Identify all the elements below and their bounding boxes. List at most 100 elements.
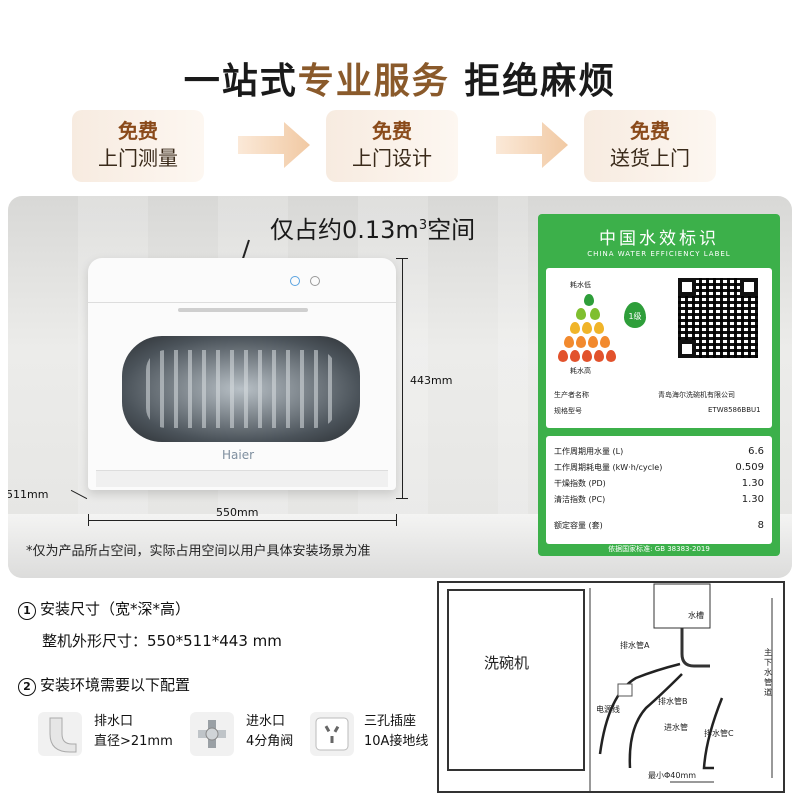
diagram-drain-c: 排水管C: [704, 729, 734, 738]
diagram-main-pipe: 主下水管道: [764, 648, 772, 697]
arrow-right-icon: [238, 122, 310, 168]
diagram-sink: 水槽: [688, 611, 704, 620]
water-drop-icon: [570, 350, 580, 362]
label-row: 干燥指数 (PD) 1.30: [554, 478, 764, 489]
label-bottom-panel: 工作周期用水量 (L)6.6 工作周期耗电量 (kW·h/cycle)0.509…: [546, 436, 772, 544]
footer-value: GB 38383-2019: [654, 545, 710, 553]
dish-rack: [146, 350, 336, 428]
req-detail: 4分角阀: [246, 734, 294, 749]
install-size-detail: 整机外形尺寸：550*511*443 mm: [42, 632, 282, 650]
step-design: 免费 上门设计: [326, 110, 458, 182]
grade-drop-icon: 1级: [624, 302, 646, 328]
water-drop-icon: [606, 350, 616, 362]
installation-diagram: 洗碗机 水槽 主下水管道 排水管A 排水管B 排水管C 电源线 进水管 最小Φ4…: [432, 578, 800, 800]
headline-part2: 专业服务: [297, 61, 450, 102]
volume-text: 仅占约0.13m: [270, 216, 419, 244]
height-tick: [396, 498, 408, 499]
install-item-title: 安装环境需要以下配置: [40, 676, 191, 694]
width-dimension: 550mm: [216, 506, 259, 519]
number-badge: 2: [18, 678, 36, 696]
req-drain: 排水口 直径>21mm: [94, 712, 173, 752]
water-drop-icon: [576, 336, 586, 348]
label-row: 额定容量 (套) 8: [554, 520, 764, 531]
width-dimension-line: [88, 520, 396, 521]
water-drop-icon: [588, 336, 598, 348]
row-key: 干燥指数 (PD): [554, 479, 606, 488]
maker-value: 青岛海尔洗碗机有限公司: [658, 391, 735, 399]
volume-sup: 3: [418, 218, 428, 233]
req-socket: 三孔插座 10A接地线: [364, 712, 428, 752]
diagram-dishwasher: 洗碗机: [484, 654, 530, 672]
diagram-power: 电源线: [596, 705, 620, 714]
height-dimension: 443mm: [410, 374, 453, 387]
label-subtitle: CHINA WATER EFFICIENCY LABEL: [587, 250, 731, 258]
step-label: 送货上门: [610, 146, 690, 170]
row-value: 6.6: [748, 446, 764, 457]
footer-key: 依据国家标准:: [608, 545, 653, 553]
volume-tail: 空间: [427, 216, 476, 244]
step-label: 上门设计: [352, 146, 432, 170]
row-key: 工作周期耗电量 (kW·h/cycle): [554, 463, 663, 472]
diagram-min: 最小Φ40mm: [648, 771, 697, 780]
water-drop-icon: [594, 322, 604, 334]
row-value: 1.30: [741, 494, 764, 505]
width-tick: [88, 514, 89, 526]
label-row: 工作周期用水量 (L)6.6: [554, 446, 764, 457]
water-drop-icon: [576, 308, 586, 320]
water-drop-icon: [570, 322, 580, 334]
step-label: 上门测量: [98, 146, 178, 170]
height-dimension-line: [402, 258, 403, 498]
req-detail: 直径>21mm: [94, 734, 173, 749]
diagram-inlet: 进水管: [664, 723, 688, 732]
model-key: 规格型号: [554, 407, 582, 415]
step-free-label: 免费: [118, 119, 158, 143]
depth-dimension: 511mm: [8, 488, 49, 501]
water-drop-icon: [594, 350, 604, 362]
maker-key: 生产者名称: [554, 391, 589, 399]
water-drop-icon: [582, 322, 592, 334]
water-drop-icon: [600, 336, 610, 348]
row-value: 8: [757, 520, 764, 531]
diagram-drain-a: 排水管A: [620, 641, 650, 650]
label-title: 中国水效标识: [599, 229, 719, 249]
water-drop-icon: [584, 294, 594, 306]
page-headline: 一站式专业服务 拒绝麻烦: [0, 52, 800, 104]
row-key: 清洁指数 (PC): [554, 495, 606, 504]
footnote: *仅为产品所占空间，实际占用空间以用户具体安装场景为准: [26, 544, 371, 559]
qr-finder-icon: [678, 278, 696, 296]
high-consumption-label: 耗水高: [570, 367, 591, 375]
dishwasher-top: [88, 258, 396, 303]
label-row: 工作周期耗电量 (kW·h/cycle)0.509: [554, 462, 764, 473]
dishwasher-base: [96, 470, 388, 487]
water-drop-icon: [558, 350, 568, 362]
volume-caption: 仅占约0.13m3空间: [270, 210, 475, 245]
row-value: 1.30: [741, 478, 764, 489]
power-button-icon: [310, 276, 320, 286]
product-photo-panel: 仅占约0.13m3空间 Haier 443mm 550mm 511mm *仅为产…: [8, 196, 792, 578]
model-value: ETW8586BBU1: [708, 406, 761, 414]
label-row: 清洁指数 (PC) 1.30: [554, 494, 764, 505]
qr-finder-icon: [740, 278, 758, 296]
diagram-drain-b: 排水管B: [658, 697, 688, 706]
water-efficiency-label: 中国水效标识 CHINA WATER EFFICIENCY LABEL 耗水低 …: [538, 214, 780, 556]
water-drop-icon: [582, 350, 592, 362]
socket-icon: [310, 712, 354, 756]
water-drop-icon: [590, 308, 600, 320]
step-free-label: 免费: [372, 119, 412, 143]
drain-pipe-icon: [38, 712, 82, 756]
row-key: 额定容量 (套): [554, 521, 603, 530]
step-delivery: 免费 送货上门: [584, 110, 716, 182]
brand-logo: Haier: [222, 448, 255, 462]
label-top-panel: 耗水低 耗水高 1级 生产者名称 青岛海尔洗碗机有限公司 规: [546, 268, 772, 428]
step-free-label: 免费: [630, 119, 670, 143]
headline-part3: 拒绝麻烦: [449, 61, 617, 102]
angle-valve-icon: [190, 712, 234, 756]
install-item-title: 安装尺寸（宽*深*高）: [40, 600, 191, 618]
width-tick: [396, 514, 397, 526]
req-inlet: 进水口 4分角阀: [246, 712, 293, 752]
req-title: 三孔插座: [364, 714, 417, 729]
step-measure: 免费 上门测量: [72, 110, 204, 182]
req-title: 排水口: [94, 714, 134, 729]
low-consumption-label: 耗水低: [570, 281, 591, 289]
